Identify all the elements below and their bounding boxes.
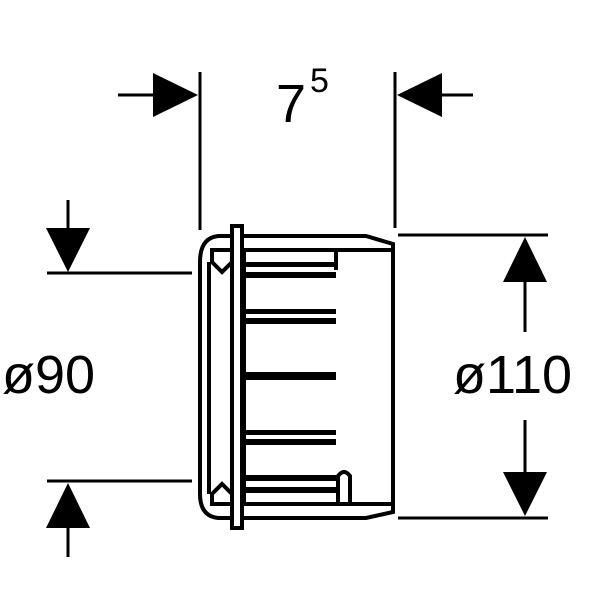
width-label-superscript: 5 [310,62,329,100]
width-label: 7 [276,74,306,134]
extension-lines [47,72,548,520]
outer-diameter-arrows [503,237,547,516]
inner-diameter-label: ø90 [2,345,95,405]
outer-diameter-label: ø110 [453,345,572,405]
fitting-ribs [244,262,336,493]
inner-diameter-arrows [46,200,90,557]
width-dimension-arrows [118,73,473,117]
